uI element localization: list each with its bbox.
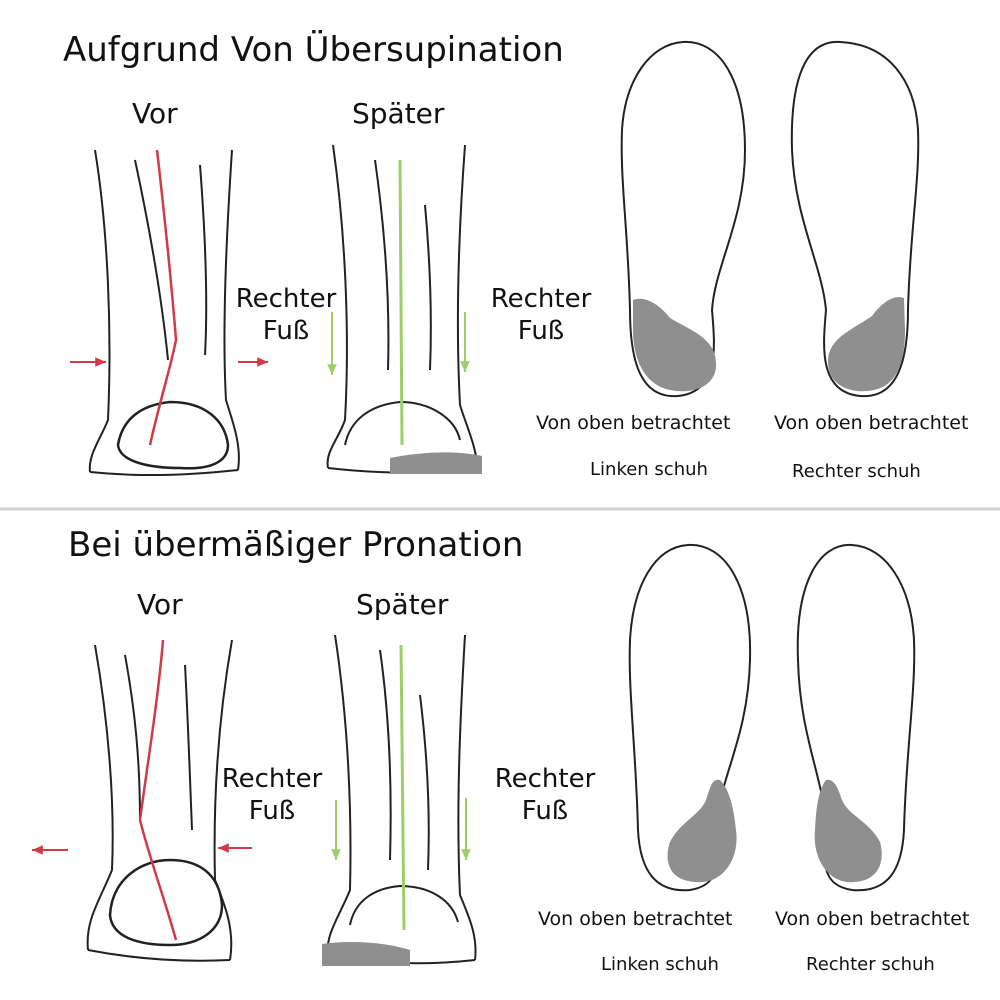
pronation-before-axis <box>138 639 178 941</box>
supination-after-axis <box>398 159 404 446</box>
supination-view-left: Von oben betrachtet <box>536 412 731 434</box>
supination-after-label: Später <box>352 97 445 130</box>
pronation-foot-label-left: Rechter Fuß <box>221 764 323 826</box>
supination-before-axis <box>148 149 178 446</box>
supination-view-right: Von oben betrachtet <box>774 412 969 434</box>
pronation-after-leg <box>326 634 477 965</box>
pronation-view-left: Von oben betrachtet <box>538 908 733 930</box>
pronation-insole-left <box>628 543 752 892</box>
pronation-view-right: Von oben betrachtet <box>775 908 970 930</box>
supination-after-wedge <box>390 452 482 474</box>
supination-foot-label-right: Rechter Fuß <box>490 284 592 346</box>
pronation-foot-label-right: Rechter Fuß <box>494 764 596 826</box>
section-title-pronation: Bei übermäßiger Pronation <box>68 525 524 565</box>
pronation-after-label: Später <box>356 588 449 621</box>
supination-before-label: Vor <box>132 97 178 130</box>
pronation-shoe-left: Linken schuh <box>601 954 719 975</box>
supination-insole-right <box>790 40 920 398</box>
pronation-after-wedge <box>322 942 410 966</box>
supination-foot-label-left: Rechter Fuß <box>235 284 337 346</box>
section-title-supination: Aufgrund Von Übersupination <box>63 30 564 70</box>
supination-insole-left <box>620 40 747 398</box>
supination-shoe-right: Rechter schuh <box>792 461 921 482</box>
supination-before-leg <box>88 149 240 477</box>
pronation-before-leg <box>86 639 233 962</box>
pronation-before-label: Vor <box>137 588 183 621</box>
pronation-shoe-right: Rechter schuh <box>806 954 935 975</box>
supination-shoe-left: Linken schuh <box>590 459 708 480</box>
pronation-after-axis <box>399 644 406 931</box>
pronation-insole-right <box>796 543 916 892</box>
